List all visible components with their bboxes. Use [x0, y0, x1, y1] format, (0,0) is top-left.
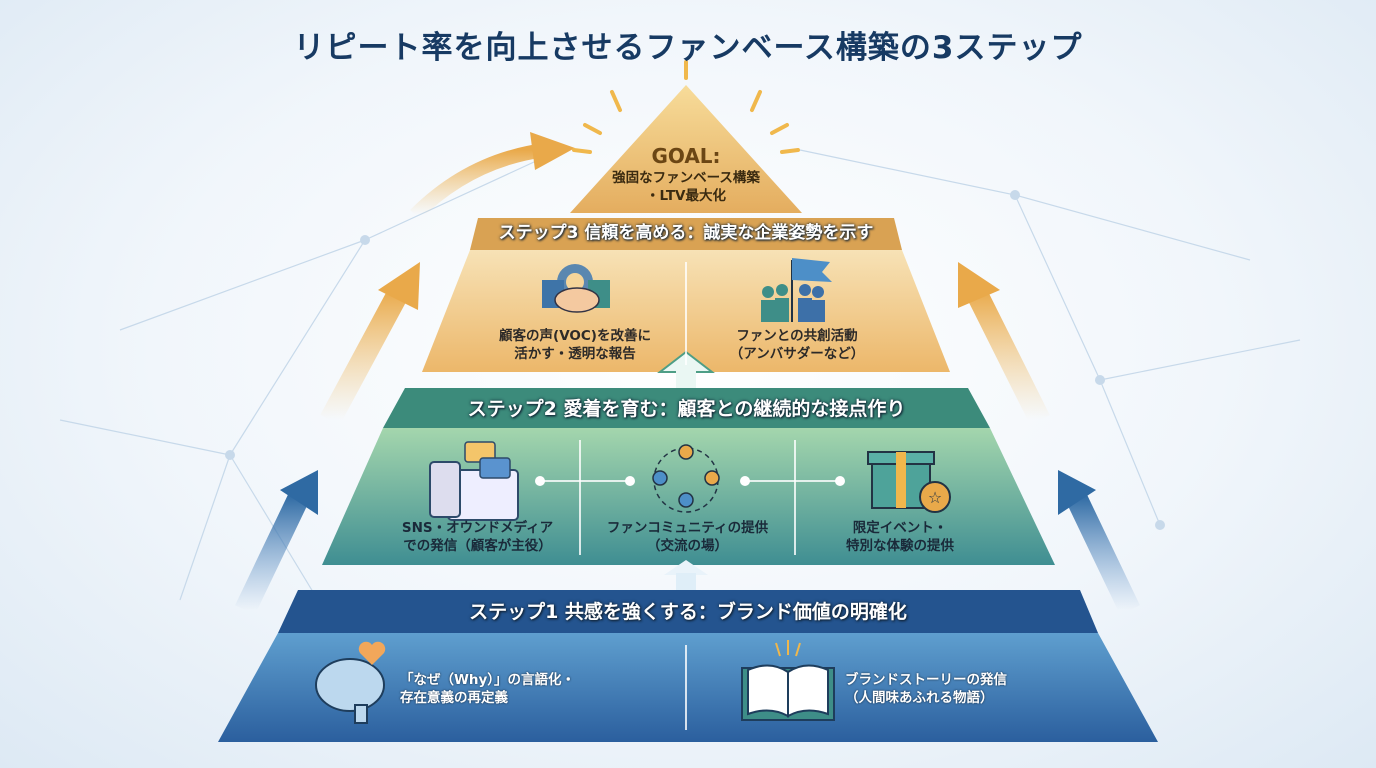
- brain-heart-icon: [315, 641, 386, 724]
- step2-item-3: 限定イベント・特別な体験の提供: [846, 520, 954, 554]
- step1-item-1: 「なぜ（Why）」の言語化・存在意義の再定義: [400, 672, 576, 706]
- handshake-gear-icon: [542, 264, 610, 313]
- step3-header-band: [470, 218, 902, 250]
- step3-header: ステップ3 信頼を高める：誠実な企業姿勢を示す: [498, 223, 874, 243]
- gift-star-icon: ☆: [867, 451, 951, 513]
- team-flag-icon: [761, 258, 832, 322]
- community-circle-icon: [652, 444, 720, 513]
- step1-body: [218, 633, 1158, 742]
- step1-header: ステップ1 共感を強くする：ブランド価値の明確化: [469, 601, 907, 623]
- goal-apex: [570, 85, 802, 213]
- step2-header-band: [383, 388, 990, 428]
- page-title: リピート率を向上させるファンベース構築の3ステップ: [293, 30, 1083, 66]
- svg-text:☆: ☆: [928, 488, 942, 507]
- goal-line2: ・LTV最大化: [645, 188, 727, 204]
- goal-heading: GOAL:: [651, 144, 721, 168]
- step2-header: ステップ2 愛着を育む：顧客との継続的な接点作り: [467, 398, 906, 420]
- open-book-icon: [741, 640, 835, 721]
- growth-arrow-icon: [235, 132, 1140, 615]
- goal-line1: 強固なファンベース構築: [612, 170, 760, 186]
- step3-item-2: ファンとの共創活動（アンバサダーなど）: [729, 328, 865, 362]
- step3-item-1: 顧客の声(VOC)を改善に活かす・透明な報告: [499, 328, 651, 362]
- step2-item-2: ファンコミュニティの提供（交流の場）: [606, 520, 769, 554]
- step1-item-2: ブランドストーリーの発信（人間味あふれる物語）: [845, 672, 1007, 706]
- step2-item-1: SNS・オウンドメディアでの発信（顧客が主役）: [401, 520, 554, 554]
- shine-rays-icon: [572, 60, 800, 154]
- step1-header-band: [278, 590, 1098, 633]
- devices-chat-icon: [429, 441, 519, 521]
